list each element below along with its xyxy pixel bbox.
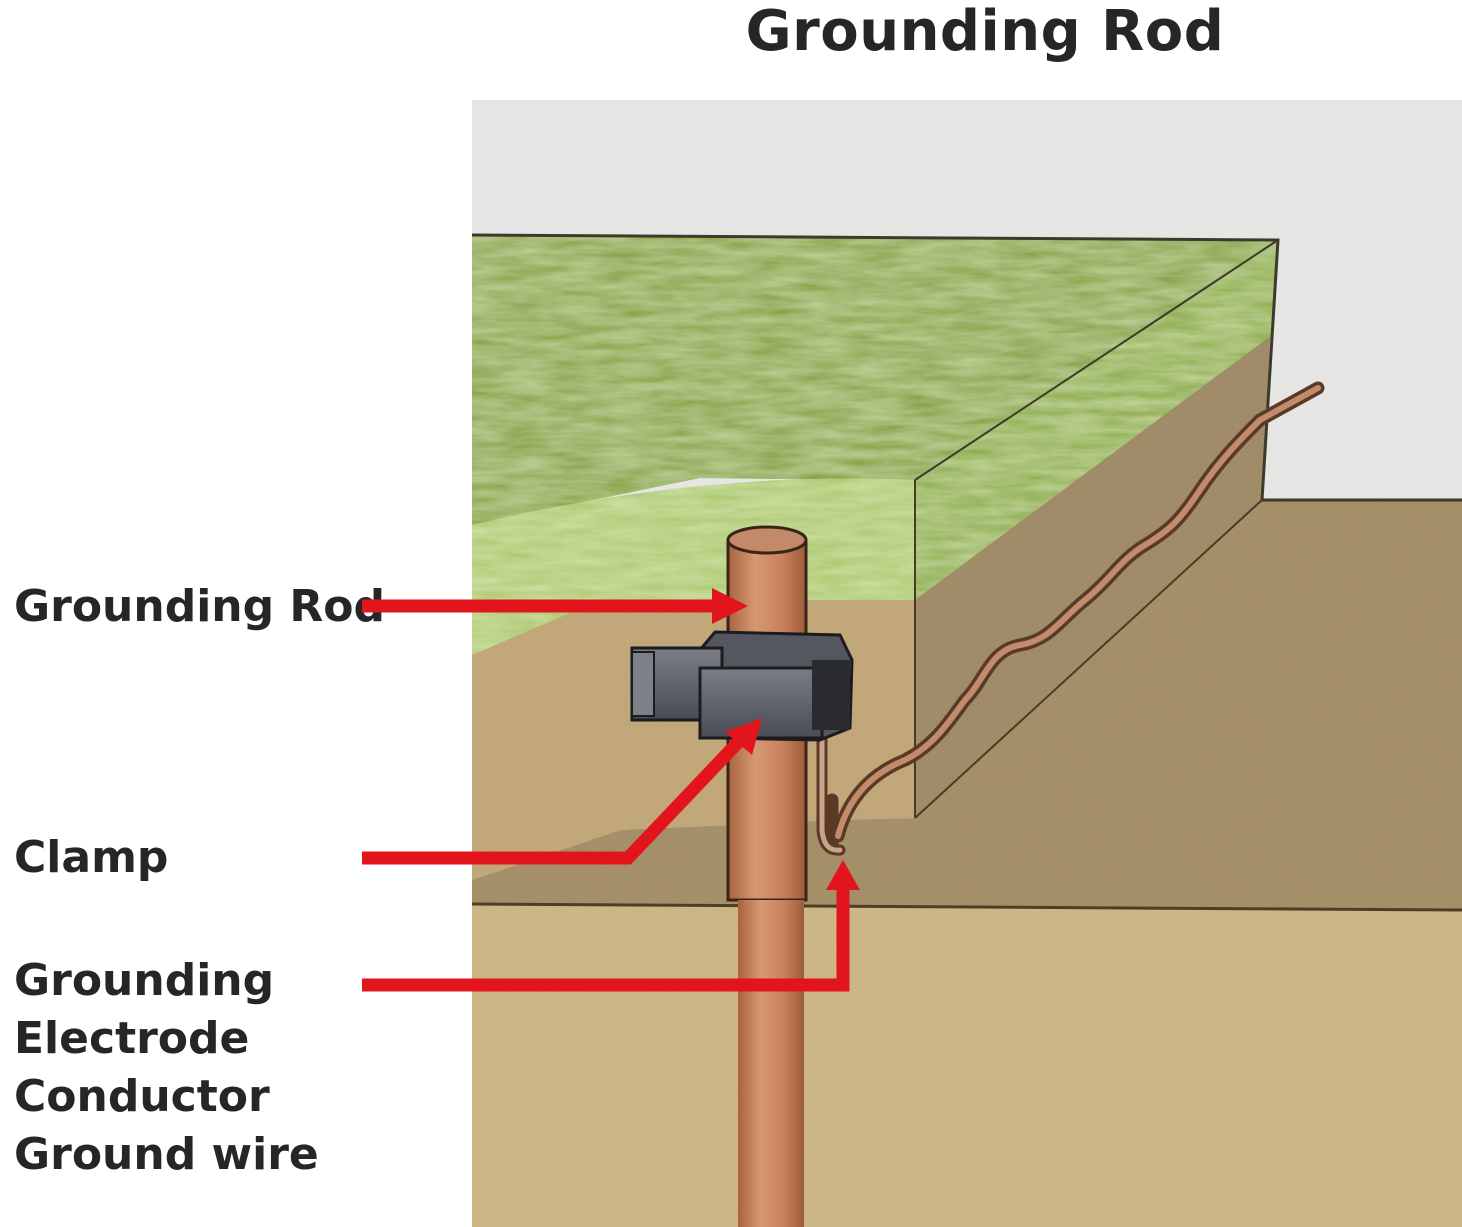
grounding-rod-top [728, 527, 806, 553]
clamp-body [700, 668, 822, 738]
grounding-rod-lower [738, 900, 804, 1227]
clamp-bolt-face [632, 652, 654, 716]
clamp-side [812, 660, 850, 730]
sand-foreground [472, 904, 1462, 1227]
